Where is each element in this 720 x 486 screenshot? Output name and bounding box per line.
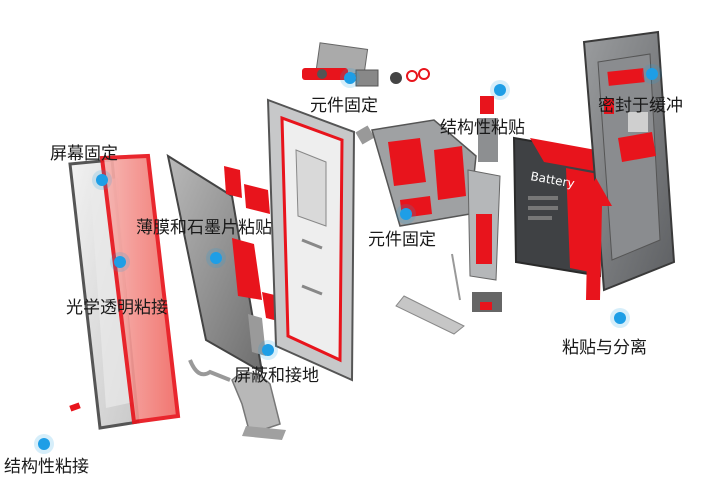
component-fixing-mid-dot (400, 208, 412, 220)
component-fixing-top-label: 元件固定 (310, 96, 378, 116)
back-cover (582, 30, 676, 292)
display-fixing-dot (96, 174, 108, 186)
sealing-cushioning-dot (646, 68, 658, 80)
structural-adhesion-label: 结构性粘贴 (440, 118, 525, 138)
structural-bonding-label: 结构性粘接 (4, 457, 89, 477)
component-fixing-mid-label: 元件固定 (368, 230, 436, 250)
component-fixing-top-dot (344, 72, 356, 84)
lcd-module (166, 153, 264, 382)
display-fixing-label: 屏幕固定 (50, 144, 118, 164)
film-graphite-dot (210, 252, 222, 264)
film-graphite-label: 薄膜和石墨片粘贴 (136, 218, 272, 238)
shielding-grounding-label: 屏蔽和接地 (234, 366, 319, 386)
adhesion-separation-label: 粘贴与分离 (562, 338, 647, 358)
sealing-cushioning-label: 密封于缓冲 (598, 96, 683, 116)
shielding-grounding-dot (262, 344, 274, 356)
top-components (302, 42, 430, 145)
adhesion-separation-dot (614, 312, 626, 324)
optical-bonding-dot (114, 256, 126, 268)
structural-bonding-dot (38, 438, 50, 450)
structural-adhesion-dot (494, 84, 506, 96)
mid-frame (266, 98, 356, 382)
shielding-bracket (231, 372, 286, 440)
optical-adhesive-layer (99, 153, 181, 425)
separation-arrow (578, 178, 612, 300)
optical-bonding-label: 光学透明粘接 (66, 298, 168, 318)
main-board (371, 96, 502, 335)
